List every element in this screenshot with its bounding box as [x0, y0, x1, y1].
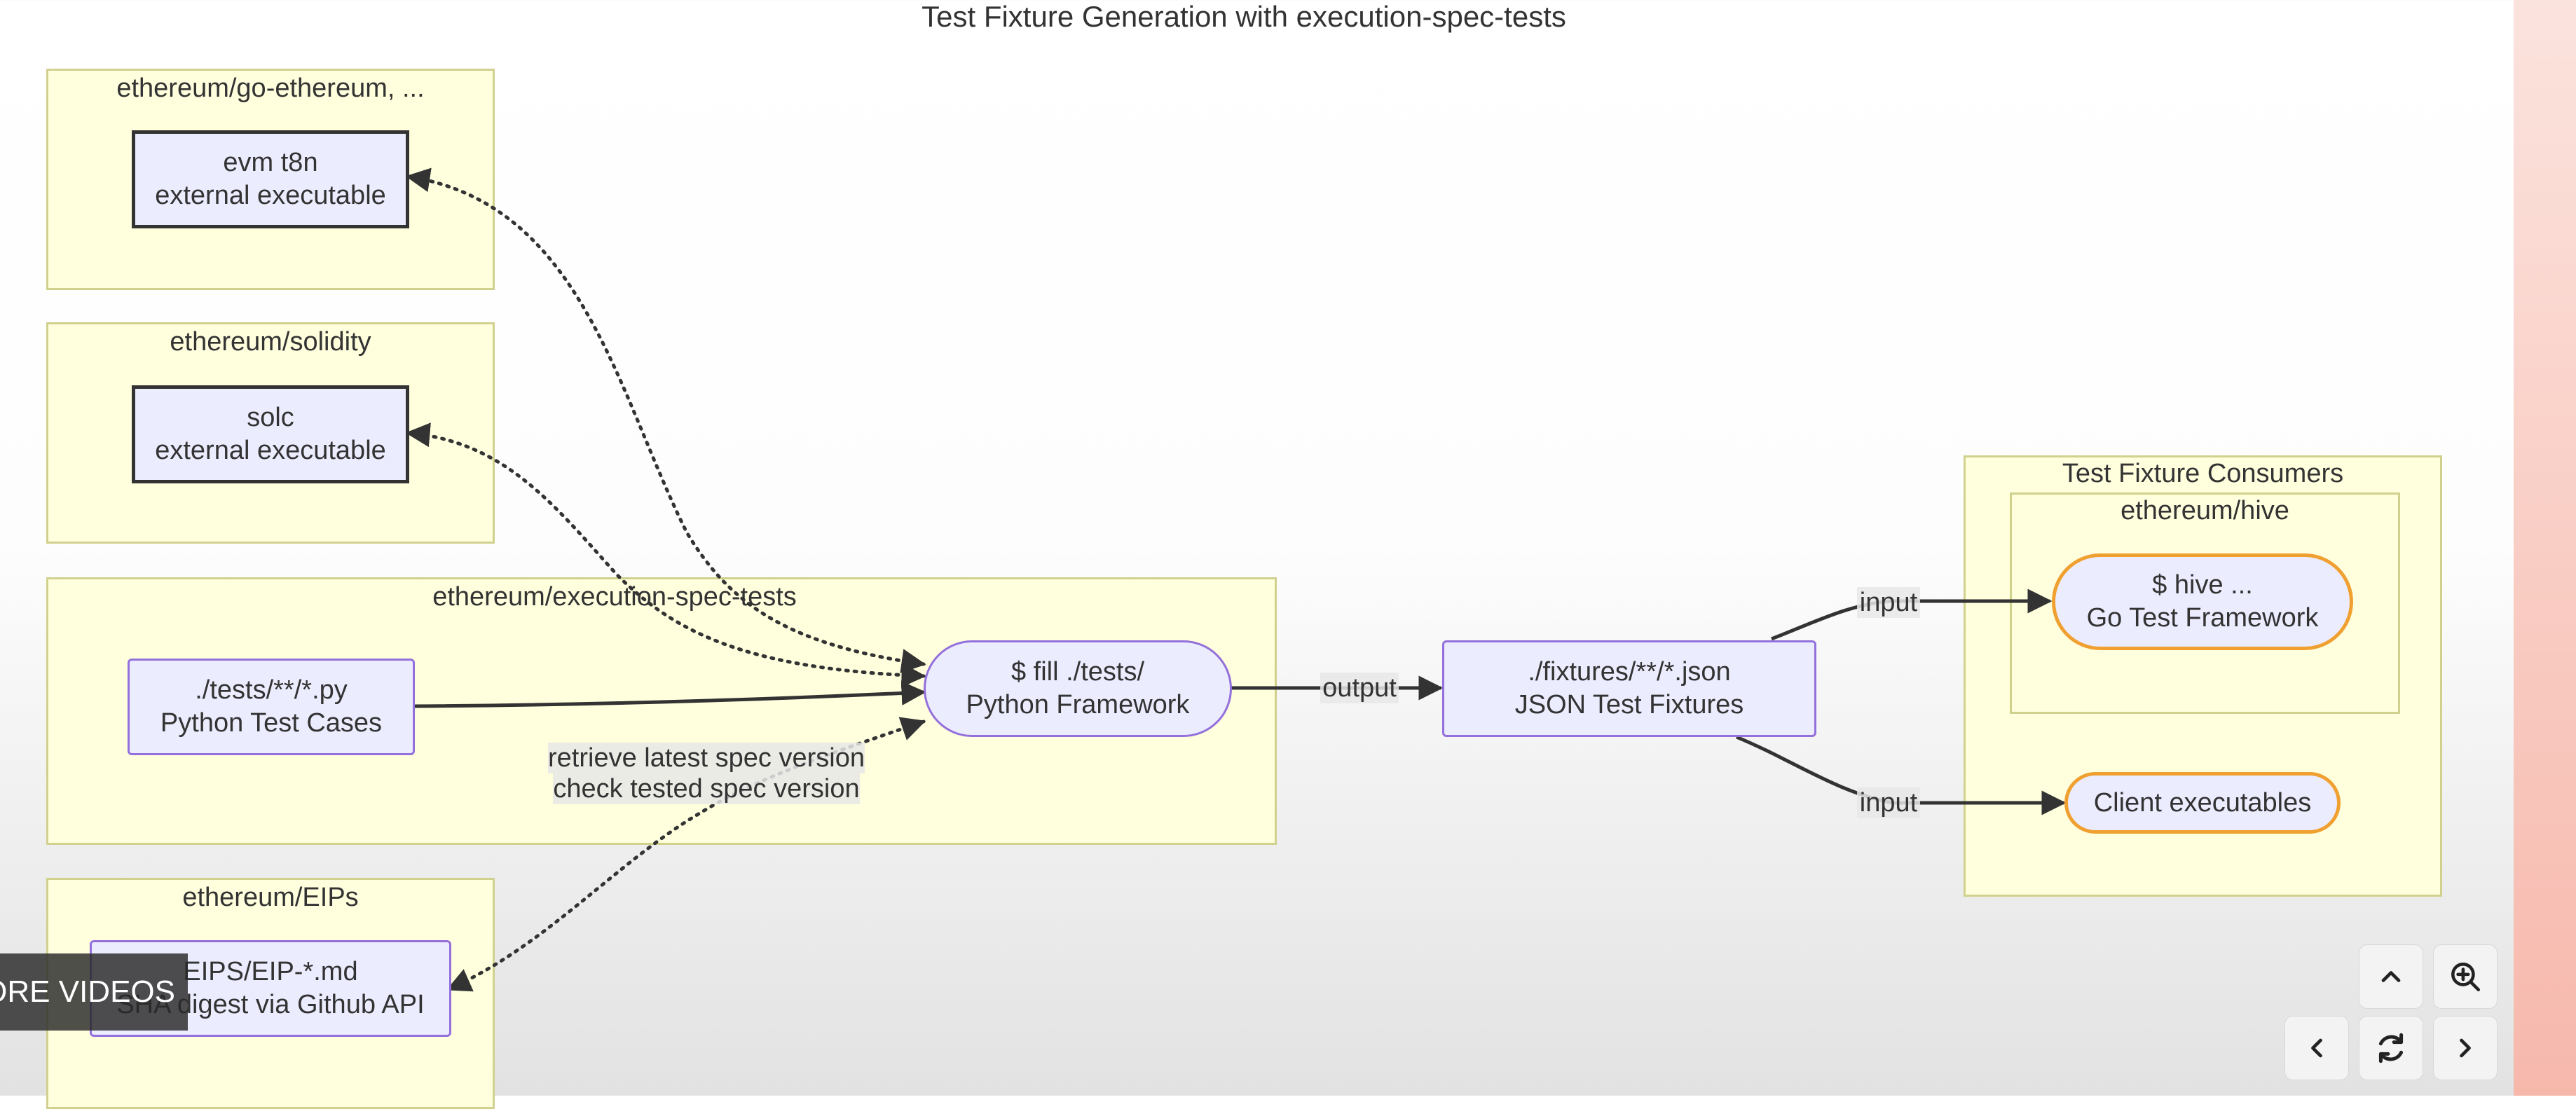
node-text: EIPS/EIP-*.md [183, 957, 358, 986]
diagram-title: Test Fixture Generation with execution-s… [922, 0, 1566, 33]
edge-fill-evm [405, 167, 926, 673]
pan-up-button[interactable] [2359, 944, 2423, 1009]
pan-left-button[interactable] [2284, 1016, 2349, 1080]
more-videos-button[interactable]: MORE VIDEOS [0, 953, 188, 1031]
node-text: Client executables [2093, 787, 2312, 818]
node-text: Go Test Framework [2086, 603, 2319, 633]
edge-label-input-hive: input [1857, 587, 1920, 618]
refresh-icon [2378, 1033, 2404, 1063]
chevron-left-icon [2311, 1038, 2322, 1058]
node-solc[interactable]: solc external executable [132, 385, 409, 483]
node-text: $ hive ... [2152, 570, 2253, 600]
node-client-executables[interactable]: Client executables [2064, 772, 2341, 834]
node-text: ./tests/**/*.py [195, 675, 348, 705]
cluster-label: Test Fixture Consumers [2062, 459, 2344, 488]
edge-fill-eips [446, 717, 926, 992]
edge-label-input-clients: input [1857, 787, 1920, 818]
node-python-framework[interactable]: $ fill ./tests/ Python Framework [924, 640, 1232, 737]
node-text: Python Test Cases [160, 708, 383, 738]
node-text: ./fixtures/**/*.json [1528, 657, 1731, 687]
node-text: Python Framework [966, 690, 1190, 719]
cluster-label: ethereum/EIPs [182, 883, 359, 912]
cluster-label: ethereum/solidity [170, 327, 371, 357]
edge-label-output: output [1320, 673, 1399, 703]
node-evm-t8n[interactable]: evm t8n external executable [132, 130, 409, 228]
node-text: external executable [155, 436, 386, 465]
edge-label-spec-versions: retrieve latest spec version check teste… [538, 743, 875, 804]
spec-label-line2: check tested spec version [553, 773, 860, 804]
window-edge [2514, 0, 2576, 1096]
node-text: JSON Test Fixtures [1514, 690, 1744, 719]
cluster-label: ethereum/go-ethereum, ... [116, 74, 425, 103]
chevron-up-icon [2381, 971, 2401, 982]
node-python-test-cases[interactable]: ./tests/**/*.py Python Test Cases [128, 659, 415, 755]
chevron-right-icon [2460, 1038, 2471, 1058]
pan-right-button[interactable] [2433, 1016, 2498, 1080]
node-json-test-fixtures[interactable]: ./fixtures/**/*.json JSON Test Fixtures [1442, 640, 1816, 737]
spec-label-line1: retrieve latest spec version [548, 743, 865, 773]
edge-fill-solc [405, 422, 926, 688]
reset-view-button[interactable] [2359, 1016, 2423, 1080]
more-videos-label: MORE VIDEOS [0, 974, 175, 1009]
node-text: solc [247, 403, 294, 432]
cluster-label: ethereum/hive [2121, 496, 2289, 525]
edge-tests-to-fill [413, 681, 926, 708]
node-text: $ fill ./tests/ [1010, 657, 1145, 687]
zoom-in-button[interactable] [2433, 944, 2498, 1009]
zoom-in-icon [2451, 963, 2481, 992]
node-go-test-framework[interactable]: $ hive ... Go Test Framework [2052, 553, 2353, 650]
node-text: external executable [155, 181, 386, 210]
node-text: evm t8n [223, 148, 318, 177]
